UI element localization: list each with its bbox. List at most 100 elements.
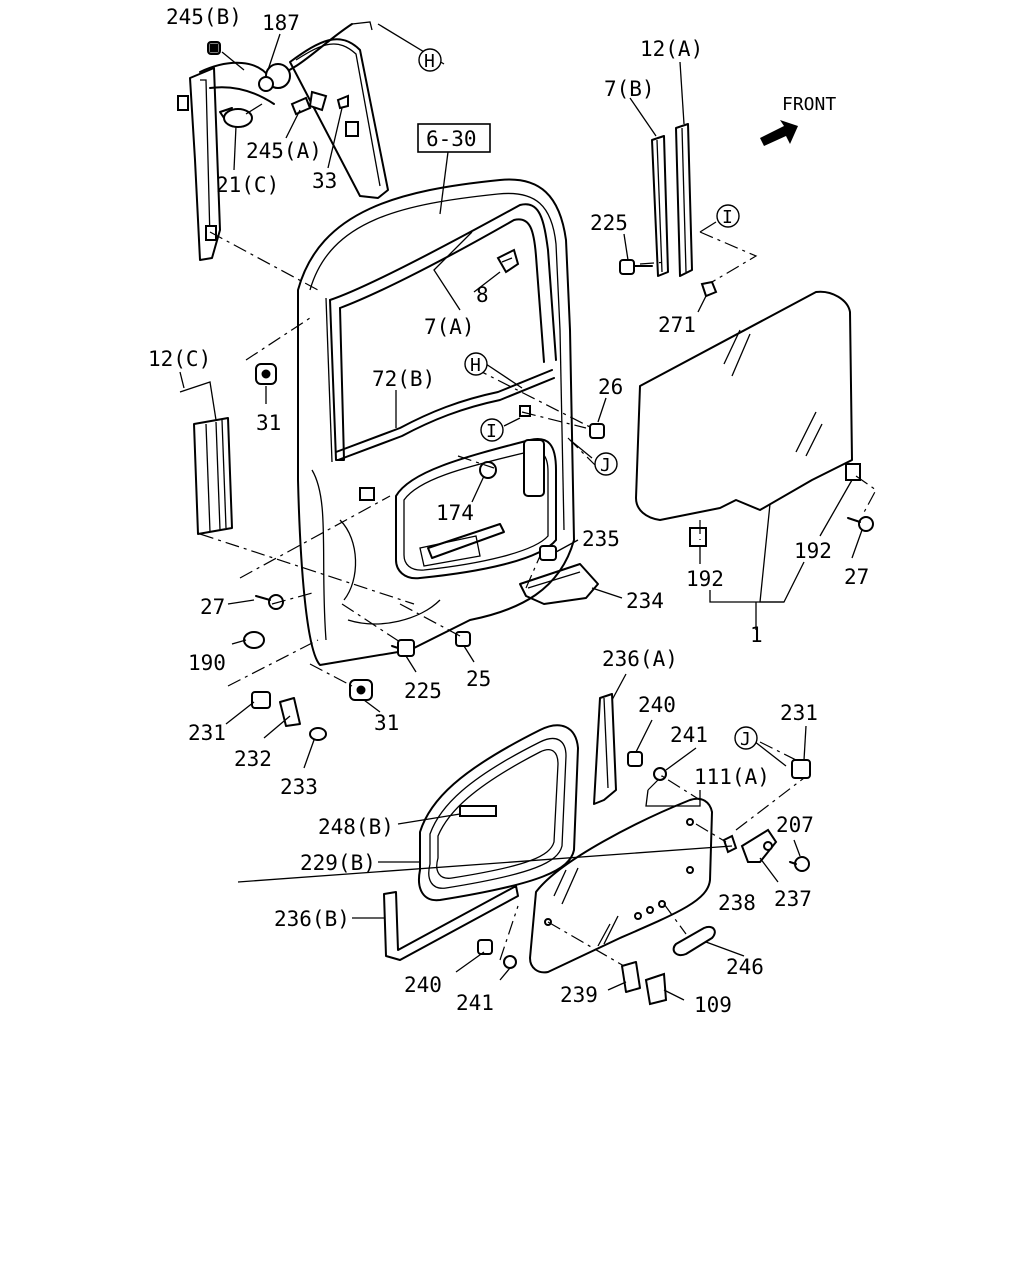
- stopper-231-left: [251, 691, 271, 709]
- door-glass: [635, 290, 861, 547]
- label-231-left: 231: [188, 721, 226, 745]
- label-239: 239: [560, 983, 598, 1007]
- bolt-240-upper: [627, 751, 643, 767]
- bracket-239: [621, 961, 641, 993]
- screw-233: [309, 727, 327, 741]
- label-109: 109: [694, 993, 732, 1017]
- label-235: 235: [582, 527, 620, 551]
- label-7b: 7(B): [604, 77, 655, 101]
- washer-241-upper: [653, 767, 667, 781]
- nut-26: [589, 423, 605, 439]
- label-190: 190: [188, 651, 226, 675]
- label-248b: 248(B): [318, 815, 394, 839]
- bolt-225-upper: [619, 259, 653, 275]
- washer-241-lower: [503, 955, 517, 969]
- front-arrow-icon: [760, 120, 798, 146]
- marker-i-mid-text: I: [486, 421, 497, 442]
- retainer-8: [496, 248, 520, 274]
- label-8: 8: [476, 283, 489, 307]
- label-21c: 21(C): [216, 173, 279, 197]
- bolt-27-left: [255, 594, 284, 610]
- clip-271: [700, 280, 718, 298]
- regulator-channel: [177, 67, 221, 261]
- label-12a: 12(A): [640, 37, 703, 61]
- label-240-upper: 240: [638, 693, 676, 717]
- assembly-lines: [199, 231, 877, 967]
- bracket-234: [519, 563, 599, 605]
- bolt-235: [539, 545, 557, 561]
- label-72b: 72(B): [372, 367, 435, 391]
- label-174: 174: [436, 501, 474, 525]
- label-234: 234: [626, 589, 664, 613]
- marker-j-mid-text: J: [600, 455, 611, 476]
- bolt-225-lower: [391, 639, 415, 657]
- pad-238: [722, 834, 738, 854]
- label-233: 233: [280, 775, 318, 799]
- marker-h-top-text: H: [424, 51, 435, 72]
- weatherstrip-72b: [335, 369, 555, 461]
- marker-i-mid: I: [480, 418, 504, 442]
- latch-237: [740, 828, 778, 863]
- label-240-lower: 240: [404, 973, 442, 997]
- label-33: 33: [312, 169, 337, 193]
- label-241-upper: 241: [670, 723, 708, 747]
- label-207: 207: [776, 813, 814, 837]
- label-12c: 12(C): [148, 347, 211, 371]
- label-241-lower: 241: [456, 991, 494, 1015]
- label-1: 1: [750, 623, 763, 647]
- label-231-right: 231: [780, 701, 818, 725]
- marker-j-bottom: J: [734, 726, 758, 750]
- sliding-window-frame-229b: [418, 724, 579, 902]
- channel-236a: [593, 693, 617, 805]
- channel-12a: [675, 123, 693, 277]
- label-front: FRONT: [782, 94, 836, 115]
- lever-174: [427, 523, 505, 559]
- marker-i-right: I: [716, 204, 740, 228]
- label-27-left: 27: [200, 595, 225, 619]
- screw-33: [336, 94, 349, 110]
- label-26: 26: [598, 375, 623, 399]
- label-225-lower: 225: [404, 679, 442, 703]
- label-245b: 245(B): [166, 5, 242, 29]
- channel-236b: [383, 885, 519, 961]
- sliding-glass-111a: [529, 797, 713, 974]
- part-labels: 245(B) 187 245(A) 21(C) 33 12(A) 7(B) FR…: [148, 5, 869, 1017]
- label-238: 238: [718, 891, 756, 915]
- label-232: 232: [234, 747, 272, 771]
- label-27-right: 27: [844, 565, 869, 589]
- marker-j-mid: J: [594, 452, 618, 476]
- label-192-right: 192: [794, 539, 832, 563]
- bolt-27-right: [847, 516, 874, 532]
- bracket-232: [279, 697, 301, 727]
- screw-207: [789, 856, 810, 872]
- marker-h-mid: H: [464, 352, 488, 376]
- stopper-231-right: [791, 759, 811, 779]
- stopper-31-upper: [255, 363, 277, 385]
- label-187: 187: [262, 11, 300, 35]
- clip-245b: [207, 41, 221, 55]
- clip-245a: [290, 90, 328, 116]
- door-panel: [297, 178, 575, 666]
- marker-h-mid-text: H: [470, 355, 481, 376]
- label-236b: 236(B): [274, 907, 350, 931]
- guide-109: [644, 972, 668, 1006]
- label-25: 25: [466, 667, 491, 691]
- marker-h-top: H: [418, 48, 442, 72]
- regulator-motor: [219, 103, 263, 128]
- bolt-25: [455, 631, 471, 647]
- plug-190: [243, 631, 265, 649]
- label-31-upper: 31: [256, 411, 281, 435]
- marker-i-right-text: I: [722, 207, 733, 228]
- label-246: 246: [726, 955, 764, 979]
- label-229b: 229(B): [300, 851, 376, 875]
- ref-6-30-label: 6-30: [426, 127, 477, 151]
- glass-run-7b: [651, 135, 669, 277]
- window-regulator: [199, 21, 389, 199]
- label-111a: 111(A): [694, 765, 770, 789]
- reference-box-6-30: 6-30: [417, 123, 491, 215]
- label-236a: 236(A): [602, 647, 678, 671]
- label-7a: 7(A): [424, 315, 475, 339]
- channel-12c: [179, 381, 233, 535]
